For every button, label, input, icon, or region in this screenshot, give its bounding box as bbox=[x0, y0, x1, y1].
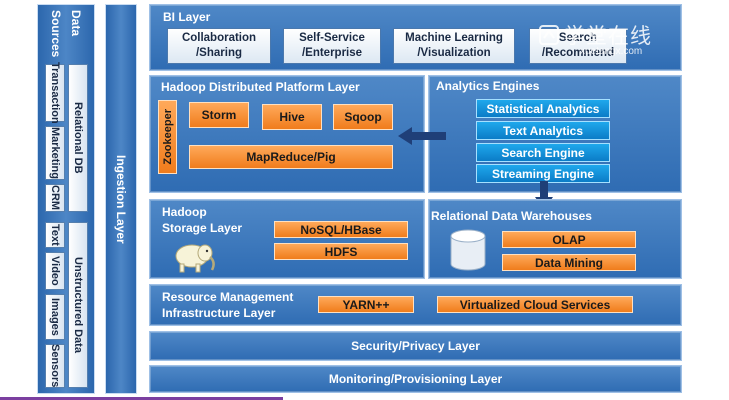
bi-item-line1: Machine Learning bbox=[405, 32, 503, 44]
bi-item-line1: Collaboration bbox=[181, 32, 257, 44]
bi-item-line2: /Enterprise bbox=[301, 47, 363, 59]
hadoop-elephant-icon bbox=[175, 244, 215, 273]
data-sources-title-line2: Sources bbox=[49, 10, 63, 58]
source-images: Images bbox=[45, 294, 65, 340]
unstructured-data-box: Unstructured Data bbox=[68, 222, 88, 388]
bi-item-collaboration: Collaboration /Sharing bbox=[167, 28, 271, 64]
source-text: Text bbox=[45, 222, 65, 248]
bi-item-self-service: Self-Service /Enterprise bbox=[283, 28, 381, 64]
source-crm: CRM bbox=[45, 184, 65, 212]
resource-virtualized-cloud: Virtualized Cloud Services bbox=[437, 296, 633, 313]
watermark-emblem-icon bbox=[539, 25, 559, 45]
hadoop-storage-title-line1: Hadoop bbox=[162, 205, 207, 219]
hadoop-platform-title: Hadoop Distributed Platform Layer bbox=[161, 80, 360, 94]
watermark-subtext: xuetangx.com bbox=[580, 46, 643, 57]
source-video: Video bbox=[45, 252, 65, 290]
resource-mgmt-title-line2: Infrastructure Layer bbox=[162, 306, 276, 320]
bi-item-line2: /Sharing bbox=[195, 47, 242, 59]
engine-statistical-analytics: Statistical Analytics bbox=[476, 99, 610, 118]
bi-layer-title: BI Layer bbox=[163, 10, 211, 24]
bi-item-line2: /Visualization bbox=[417, 47, 491, 59]
watermark-logo: 学堂在线 xuetangx.com bbox=[538, 20, 688, 64]
source-marketing: Marketing bbox=[45, 126, 65, 180]
mapreduce-pig-box: MapReduce/Pig bbox=[189, 145, 393, 169]
relational-dw-title: Relational Data Warehouses bbox=[431, 209, 592, 223]
dw-olap: OLAP bbox=[502, 231, 636, 248]
tool-storm: Storm bbox=[189, 102, 249, 128]
bi-item-search: Search /Recommend bbox=[529, 28, 627, 64]
zookeeper-label: Zookeeper bbox=[161, 109, 174, 165]
monitoring-provisioning-layer: Monitoring/Provisioning Layer bbox=[149, 365, 682, 393]
video-progress-bar bbox=[0, 397, 283, 400]
analytics-engines-title: Analytics Engines bbox=[436, 79, 540, 93]
watermark-text: 学堂在线 bbox=[564, 24, 652, 48]
bi-item-line2: /Recommend bbox=[541, 47, 615, 59]
resource-yarn: YARN++ bbox=[318, 296, 414, 313]
resource-mgmt-title-line1: Resource Management bbox=[162, 290, 294, 304]
ingestion-layer: Ingestion Layer bbox=[105, 4, 137, 394]
storage-hdfs: HDFS bbox=[274, 243, 408, 260]
source-transaction: Transaction bbox=[45, 62, 65, 124]
security-privacy-layer: Security/Privacy Layer bbox=[149, 331, 682, 361]
storage-nosql-hbase: NoSQL/HBase bbox=[274, 221, 408, 238]
dw-data-mining: Data Mining bbox=[502, 254, 636, 271]
data-sources-title-line1: Data bbox=[69, 9, 83, 36]
tool-hive: Hive bbox=[262, 104, 322, 130]
database-cylinder-icon bbox=[450, 229, 486, 271]
engine-text-analytics: Text Analytics bbox=[476, 121, 610, 140]
arrow-left-icon bbox=[398, 127, 446, 145]
relational-db-box: Relational DB bbox=[68, 64, 88, 212]
zookeeper-box: Zookeeper bbox=[158, 100, 177, 174]
hadoop-storage-title-line2: Storage Layer bbox=[162, 221, 243, 235]
engine-search-engine: Search Engine bbox=[476, 143, 610, 162]
tool-sqoop: Sqoop bbox=[333, 104, 393, 130]
bi-item-machine-learning: Machine Learning /Visualization bbox=[393, 28, 515, 64]
source-sensors: Sensors bbox=[45, 344, 65, 388]
bi-item-line1: Search bbox=[558, 32, 598, 44]
bi-item-line1: Self-Service bbox=[299, 32, 365, 44]
